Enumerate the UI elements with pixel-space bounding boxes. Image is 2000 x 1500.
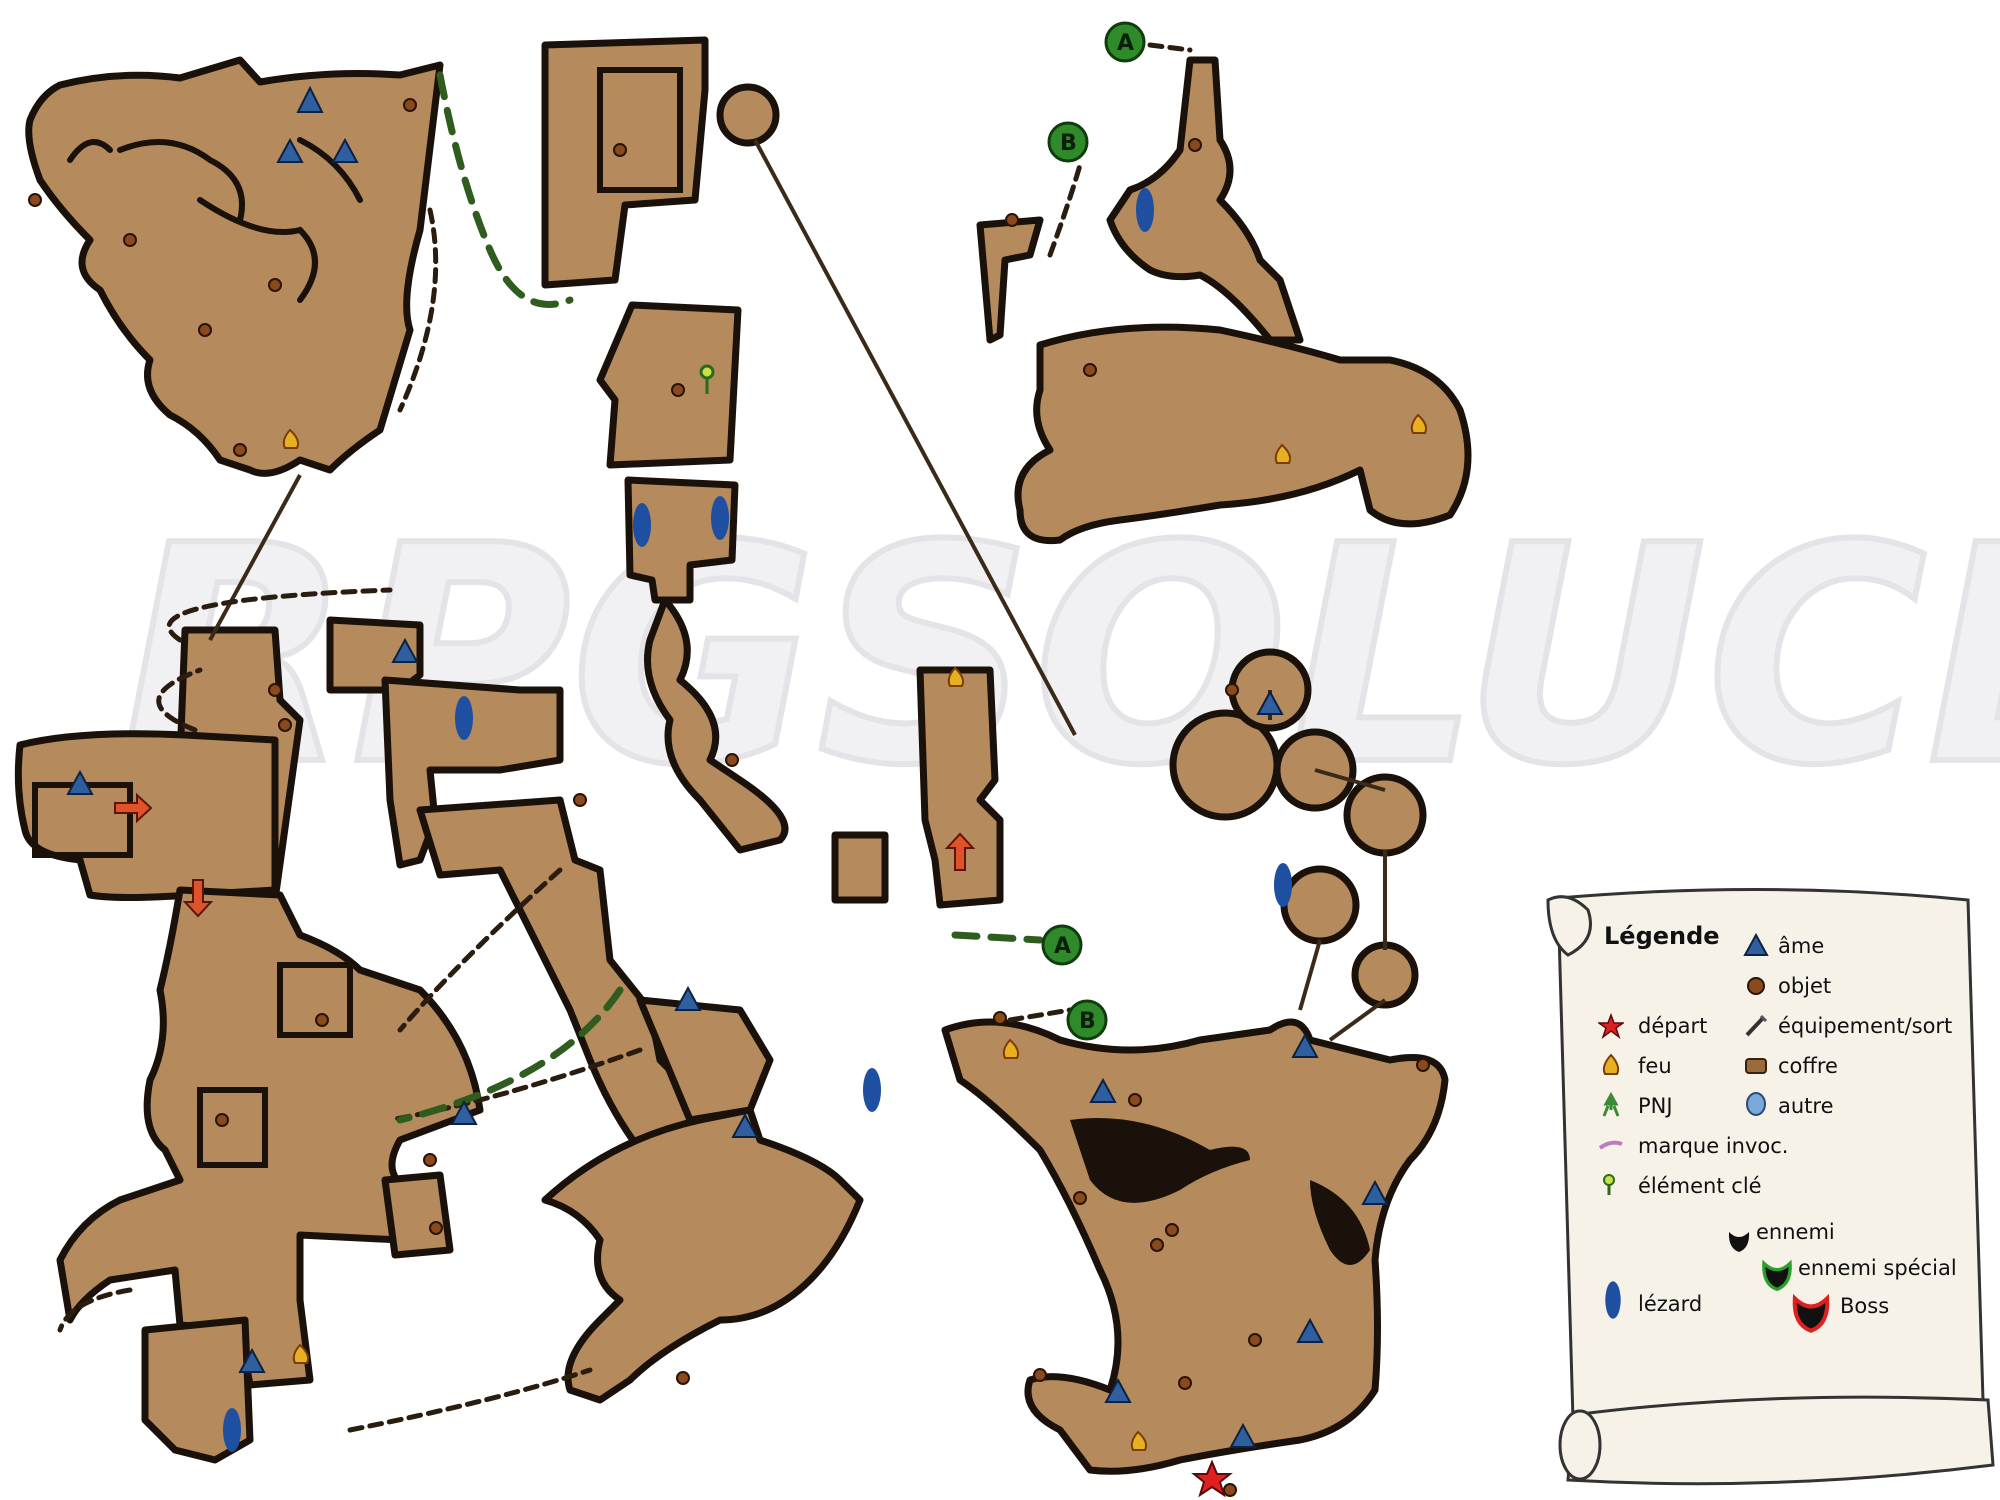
key-icon (699, 364, 715, 394)
waypoint-a-top: A (1104, 21, 1146, 63)
room-ladder-west (976, 216, 1044, 344)
room-key-chamber (596, 301, 742, 469)
path-dashed (387, 1047, 643, 1123)
wall-segment (197, 197, 318, 303)
room-start-west (14, 730, 279, 901)
scroll-graphic (1546, 887, 1995, 1486)
enemy-icon (1728, 1232, 1750, 1252)
wall-segment (67, 139, 113, 163)
legend-item-objet: objet (1778, 974, 1832, 998)
room-center-south (636, 996, 774, 1124)
room-winding-passage (644, 596, 789, 854)
room-east-hall (916, 666, 1004, 909)
room-southeast-cavern (941, 1018, 1449, 1475)
connector-line (208, 474, 302, 641)
room-east-alcove (831, 831, 889, 904)
room-snake-corridor (1106, 56, 1304, 344)
path-green-dashed (396, 986, 624, 1124)
room-south-center-chamber (381, 1171, 454, 1259)
legend-item-feu: feu (1638, 1054, 1672, 1078)
waypoint-label: B (1079, 1009, 1096, 1034)
inner-room (277, 962, 353, 1038)
object-icon (1747, 977, 1765, 995)
inner-room (597, 67, 683, 193)
soul-icon (1743, 932, 1769, 956)
key-icon (1603, 1174, 1615, 1195)
room-south-central-cavern (541, 1106, 864, 1404)
chasm (1070, 1118, 1250, 1203)
legend-item-autre: autre (1778, 1094, 1834, 1118)
room-north-hall (541, 36, 709, 289)
legend-item-equipement: équipement/sort (1778, 1014, 1953, 1038)
chest-icon (1745, 1058, 1767, 1074)
path-green-dashed (436, 71, 574, 308)
room-round-east-5 (1280, 865, 1360, 945)
room-southwest-complex (56, 886, 484, 1389)
fire-icon (1602, 1053, 1620, 1075)
legend-item-ennemi: ennemi (1756, 1220, 1835, 1244)
legend-item-depart: départ (1638, 1014, 1708, 1038)
arrow-icon (114, 792, 976, 918)
fire-icon (282, 413, 1428, 1451)
path-dashed (156, 667, 203, 733)
path-dashed (397, 207, 439, 413)
wall-segment (297, 137, 363, 203)
room-lizard-hall (624, 476, 739, 604)
summon-mark-icon (1598, 1140, 1623, 1150)
legend-item-marque: marque invoc. (1638, 1134, 1789, 1158)
connector-line (753, 139, 1077, 736)
waypoint-b-top: B (1047, 121, 1089, 163)
legend-title: Légende (1604, 922, 1720, 950)
room-northwest-cavern (25, 56, 444, 477)
waypoint-label: B (1060, 131, 1077, 156)
legend-item-lezard: lézard (1638, 1292, 1703, 1316)
waypoint-b-bottom: B (1066, 999, 1108, 1041)
waypoint-label: A (1054, 934, 1071, 959)
path-green-dashed (951, 931, 1044, 944)
lizard-icon (223, 188, 1292, 1452)
legend-item-ame: âme (1778, 934, 1825, 958)
wall-segment (117, 139, 245, 223)
waypoint-label: A (1117, 31, 1134, 56)
room-round-tower (716, 83, 780, 147)
room-round-east-6 (1351, 941, 1419, 1009)
object-icon (28, 98, 1430, 1497)
room-center-corridor (416, 796, 704, 1174)
legend-item-pnj: PNJ (1638, 1094, 1673, 1118)
path-dashed (1047, 162, 1083, 258)
path-dashed (57, 1287, 133, 1333)
soul-icon (66, 85, 1389, 1448)
path-dashed (1147, 42, 1193, 53)
boss-icon (1792, 1293, 1830, 1333)
legend-item-coffre: coffre (1778, 1054, 1838, 1078)
npc-icon (1602, 1092, 1620, 1117)
legend-item-boss: Boss (1840, 1294, 1890, 1318)
room-northeast-cavern (1014, 323, 1472, 545)
start-icon (1191, 1459, 1233, 1498)
path-dashed (1007, 1007, 1073, 1023)
path-dashed (166, 587, 393, 643)
path-dashed (347, 1367, 593, 1433)
legend-item-ennemi-special: ennemi spécial (1798, 1256, 1957, 1280)
waypoint-a-bottom: A (1041, 924, 1083, 966)
path-dashed (397, 867, 563, 1033)
legend-panel: Légende âme objet départ équipement/sort… (1528, 880, 1996, 1492)
special-enemy-icon (1762, 1259, 1792, 1292)
sword-icon (1745, 1014, 1768, 1037)
chasm (1310, 1180, 1370, 1265)
start-icon (1598, 1013, 1624, 1039)
lizard-icon (1605, 1281, 1621, 1319)
other-icon (1746, 1092, 1766, 1116)
inner-room (197, 1087, 268, 1168)
legend-item-cle: élément clé (1638, 1174, 1762, 1198)
